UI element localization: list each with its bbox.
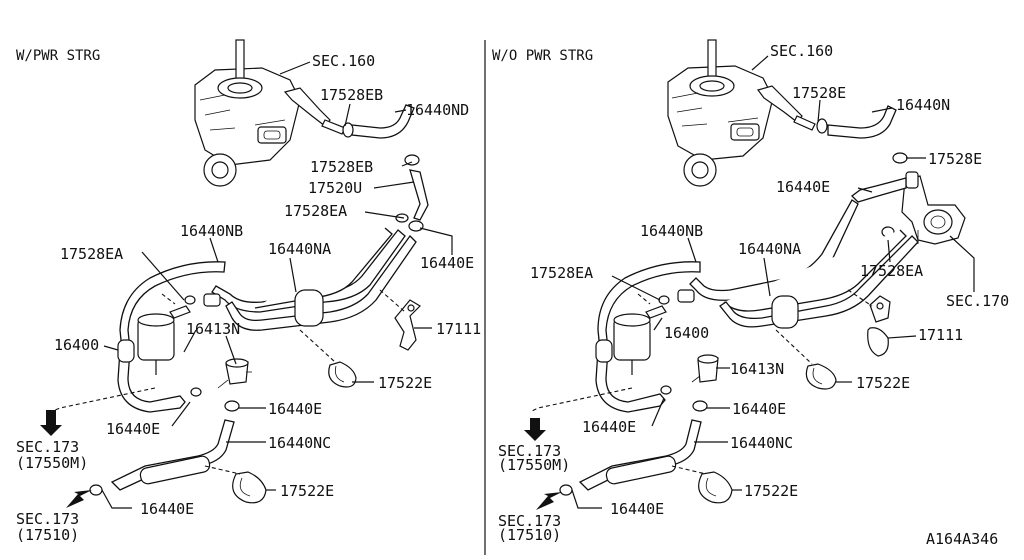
label-17520u: 17520U	[308, 179, 362, 197]
label-16400: 16400	[54, 336, 99, 354]
label-17528e: 17528E	[928, 150, 982, 168]
clamp-17522e-upper	[805, 363, 837, 390]
label-16440nc: 16440NC	[268, 434, 331, 452]
label-sec173-ref: (17510)	[498, 526, 561, 544]
label-16440e: 16440E	[582, 418, 636, 436]
label-16440e: 16440E	[106, 420, 160, 438]
label-sec173-ref: (17510)	[16, 526, 79, 544]
figure-code: A164A346	[926, 530, 998, 548]
label-16440n: 16440N	[896, 96, 950, 114]
left-panel-header: W/PWR STRG	[16, 48, 100, 64]
bracket-17111	[867, 295, 891, 357]
right-panel-header: W/O PWR STRG	[492, 48, 593, 64]
label-sec173-ref: (17550M)	[498, 456, 570, 474]
arrow-down-icon	[40, 410, 62, 436]
label-16440e: 16440E	[268, 400, 322, 418]
label-17528eb: 17528EB	[310, 158, 373, 176]
label-sec173: SEC.173	[498, 512, 561, 530]
label-17522e: 17522E	[744, 482, 798, 500]
canister-16400	[137, 305, 191, 375]
label-16440e: 16440E	[610, 500, 664, 518]
label-16440e: 16440E	[776, 178, 830, 196]
label-17522e: 17522E	[378, 374, 432, 392]
label-16440nb: 16440NB	[180, 222, 243, 240]
label-sec173: SEC.173	[16, 510, 79, 528]
label-16413n: 16413N	[730, 360, 784, 378]
vacuum-assembly-sec170	[901, 171, 966, 245]
label-sec160: SEC.160	[770, 42, 833, 60]
label-16440na: 16440NA	[738, 240, 801, 258]
canister-16400	[613, 305, 667, 375]
label-16440nc: 16440NC	[730, 434, 793, 452]
arrow-left-icon	[66, 490, 92, 508]
valve-16413n	[660, 354, 719, 395]
clamp-17522e-lower	[698, 471, 733, 504]
label-sec170: SEC.170	[946, 292, 1009, 310]
label-sec173-ref: (17550M)	[16, 454, 88, 472]
label-17528ea: 17528EA	[284, 202, 347, 220]
label-17528ea: 17528EA	[60, 245, 123, 263]
bracket-17111	[394, 299, 421, 351]
clamp-17522e-lower	[232, 471, 267, 504]
label-17111: 17111	[918, 326, 963, 344]
label-17522e: 17522E	[280, 482, 334, 500]
label-16440nd: 16440ND	[406, 101, 469, 119]
valve-16413n	[190, 358, 252, 397]
right-panel: W/O PWR STRG	[492, 39, 1009, 544]
arrow-down-icon	[524, 418, 546, 441]
label-16413n: 16413N	[186, 320, 240, 338]
arrow-left-icon	[536, 492, 562, 510]
label-17528ea: 17528EA	[530, 264, 593, 282]
label-16440e: 16440E	[732, 400, 786, 418]
label-17522e: 17522E	[856, 374, 910, 392]
label-16440nb: 16440NB	[640, 222, 703, 240]
label-16440e: 16440E	[140, 500, 194, 518]
label-16440na: 16440NA	[268, 240, 331, 258]
label-17528e: 17528E	[792, 84, 846, 102]
label-sec160: SEC.160	[312, 52, 375, 70]
label-17111: 17111	[436, 320, 481, 338]
left-panel: W/PWR STRG	[16, 39, 481, 544]
label-17528eb: 17528EB	[320, 86, 383, 104]
clamp-17522e-upper	[328, 361, 357, 388]
label-sec173: SEC.173	[16, 438, 79, 456]
label-16440e: 16440E	[420, 254, 474, 272]
label-17528ea: 17528EA	[860, 262, 923, 280]
label-sec173: SEC.173	[498, 442, 561, 460]
label-16400: 16400	[664, 324, 709, 342]
engine-block	[667, 39, 816, 187]
engine-block	[194, 39, 346, 187]
